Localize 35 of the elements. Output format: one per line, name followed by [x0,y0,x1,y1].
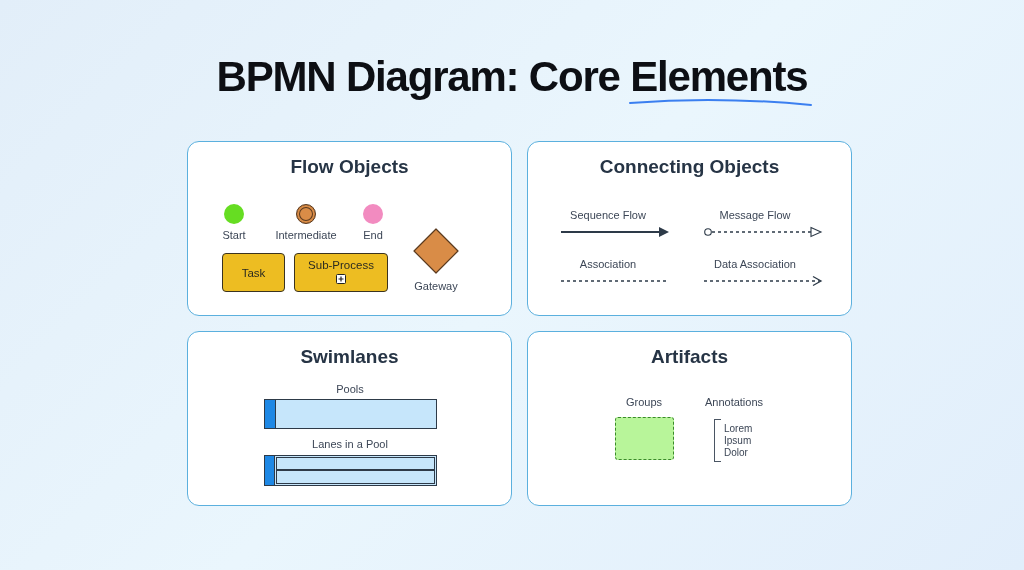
symbol-caption: Association [579,258,637,270]
gateway-diamond [413,228,459,274]
pool-with-lanes-bar [264,455,437,486]
element-caption: Intermediate [275,229,337,241]
panel-heading: Connecting Objects [598,156,781,178]
task-label: Sub-Process [308,259,374,271]
element-caption: Gateway [414,280,458,292]
element-caption: Start [222,229,246,241]
lane-bar [276,456,435,470]
panel-heading: Flow Objects [289,156,410,178]
connecting-objects-panel [527,141,852,316]
panel-heading: Artifacts [649,346,730,368]
element-caption: Lanes in a Pool [312,438,388,450]
group-box [615,417,674,460]
symbol-caption: Sequence Flow [570,209,646,221]
element-caption: Pools [336,383,364,395]
sub-process-box [294,253,388,292]
symbol-caption: Data Association [714,258,796,270]
task-box [222,253,285,292]
symbol-caption: Message Flow [719,209,791,221]
element-caption: End [363,229,383,241]
end-event-circle [363,204,383,224]
task-label: Task [241,266,266,279]
annotation-text: Lorem Ipsum Dolor [724,423,754,459]
start-event-circle [224,204,244,224]
pool-bar [264,399,437,429]
artifacts-panel [527,331,852,506]
flow-objects-panel [187,141,512,316]
lane-bar [276,470,435,484]
panel-heading: Swimlanes [299,346,400,368]
swimlanes-panel [187,331,512,506]
intermediate-event-circle [296,204,316,224]
element-caption: Groups [625,396,663,408]
element-caption: Annotations [704,396,764,408]
diagram-title: BPMN Diagram: Core Elements [215,54,809,100]
